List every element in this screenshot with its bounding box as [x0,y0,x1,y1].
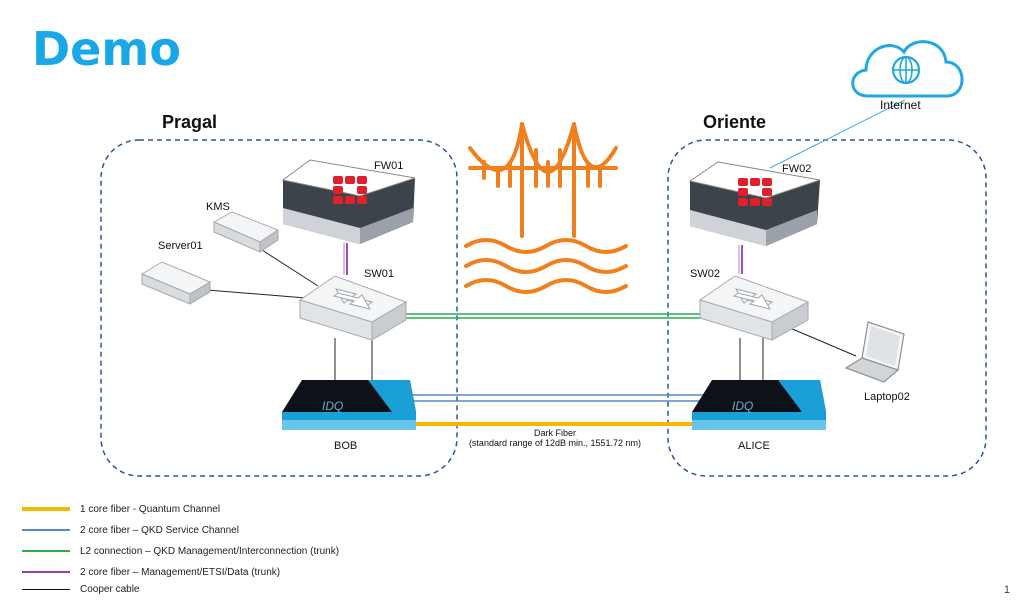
legend-item: Cooper cable [22,582,139,596]
legend-swatch-management [22,571,70,573]
bob-qkd-device: IDQ [282,380,416,430]
legend-swatch-copper [22,588,70,590]
kms-server [212,211,280,253]
sw02-label: SW02 [690,268,720,280]
globe-icon [891,55,921,85]
dark-fiber-title: Dark Fiber [533,428,576,438]
alice-label: ALICE [738,440,770,452]
laptop-icon [844,321,905,383]
internet-label: Internet [880,98,921,112]
legend-label: 2 core fiber – QKD Service Channel [80,524,239,536]
bob-label: BOB [334,440,358,452]
sw01-switch [298,275,408,341]
fw01-label: FW01 [374,160,404,172]
cloud-icon [851,40,964,98]
site-label-oriente: Oriente [703,112,767,132]
legend-label: Cooper cable [80,583,140,595]
legend-swatch-l2 [22,550,70,552]
sw02-switch [698,275,810,341]
svg-text:IDQ: IDQ [732,399,753,413]
server01 [140,261,212,305]
switch-arrows-icon [732,288,774,310]
legend-item: 1 core fiber - Quantum Channel [22,502,220,516]
page-number: 1 [1003,584,1010,596]
legend-swatch-service [22,529,70,531]
slide-title: Demo [32,22,181,76]
dark-fiber-spec: (standard range of 12dB min., 1551.72 nm… [468,438,642,448]
dark-fiber-label: Dark Fiber (standard range of 12dB min.,… [448,428,662,448]
fw02-label: FW02 [782,163,812,175]
switch-arrows-icon [332,288,374,310]
site-label-pragal: Pragal [162,112,218,132]
svg-text:IDQ: IDQ [322,399,343,413]
legend-label: L2 connection – QKD Management/Interconn… [80,545,340,557]
pragal-site-boundary [100,139,458,477]
legend-label: 2 core fiber – Management/ETSI/Data (tru… [80,566,281,578]
kms-label: KMS [206,201,230,213]
legend-item: L2 connection – QKD Management/Interconn… [22,544,339,558]
legend-swatch-quantum [22,507,70,511]
legend-item: 2 core fiber – Management/ETSI/Data (tru… [22,565,280,579]
laptop02-label: Laptop02 [864,391,910,403]
server01-label: Server01 [158,240,203,252]
fortinet-logo-icon [333,176,367,204]
legend-item: 2 core fiber – QKD Service Channel [22,523,239,537]
sw01-label: SW01 [364,268,394,280]
legend-label: 1 core fiber - Quantum Channel [80,503,221,515]
alice-qkd-device: IDQ [692,380,826,430]
oriente-site-boundary [667,139,987,477]
bridge-icon [464,122,628,294]
fortinet-logo-icon [738,178,772,206]
